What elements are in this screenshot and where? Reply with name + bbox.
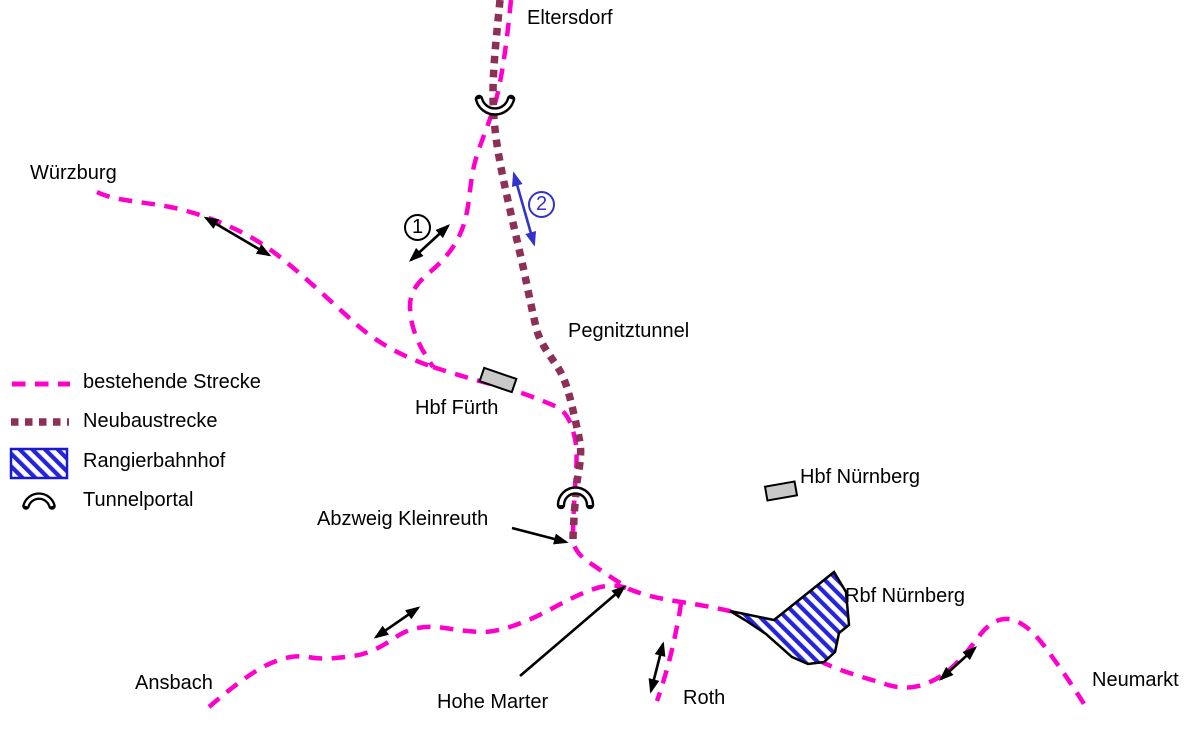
label-eltersdorf: Eltersdorf [527,7,613,29]
legend-tunnel-portal-sample [22,492,56,510]
tunnel-portal-eltersdorf-icon [474,94,516,116]
label-ansbach: Ansbach [135,672,213,694]
roth-direction-arrow [648,641,666,694]
label-abzweig-kleinreuth: Abzweig Kleinreuth [317,508,489,530]
label-wuerzburg: Würzburg [30,162,117,184]
hohe-marter-pointer-arrow [519,585,627,677]
label-roth: Roth [683,687,726,709]
label-pegnitztunnel: Pegnitztunnel [568,320,690,342]
section-1-arrow [408,224,451,262]
hbf-nuernberg-station-box [763,480,799,502]
line-eltersdorf-existing [407,0,514,369]
label-hohe-marter: Hohe Marter [437,691,549,713]
legend-label-tunnel-portal: Tunnelportal [83,489,194,511]
line-ansbach [207,583,627,709]
line-wuerzburg [95,189,434,370]
hbf-fuerth-station-box [478,366,518,394]
neumarkt-direction-arrow [938,646,978,681]
section-marker-1: 1 [404,214,431,241]
label-hbf-fuerth: Hbf Fürth [415,397,499,419]
label-neumarkt: Neumarkt [1092,669,1179,691]
legend-label-new-line: Neubaustrecke [83,410,218,432]
legend-label-marshalling-yard: Rangierbahnhof [83,450,226,472]
line-neubaustrecke [489,0,585,541]
label-rbf-nuernberg: Rbf Nürnberg [845,585,966,607]
section-marker-2: 2 [528,191,555,218]
rbf-nuernberg-area [729,570,851,666]
section-2-arrow [511,171,537,247]
legend-label-existing-line: bestehende Strecke [83,371,261,393]
abzweig-kleinreuth-pointer-arrow [511,526,569,545]
tunnel-portal-kleinreuth-icon [556,486,595,510]
legend-yard-sample [9,447,69,480]
wuerzburg-direction-arrow [203,216,272,257]
line-main-east [432,364,1086,706]
ansbach-direction-arrow [373,606,421,639]
label-hbf-nuernberg: Hbf Nürnberg [800,466,921,488]
